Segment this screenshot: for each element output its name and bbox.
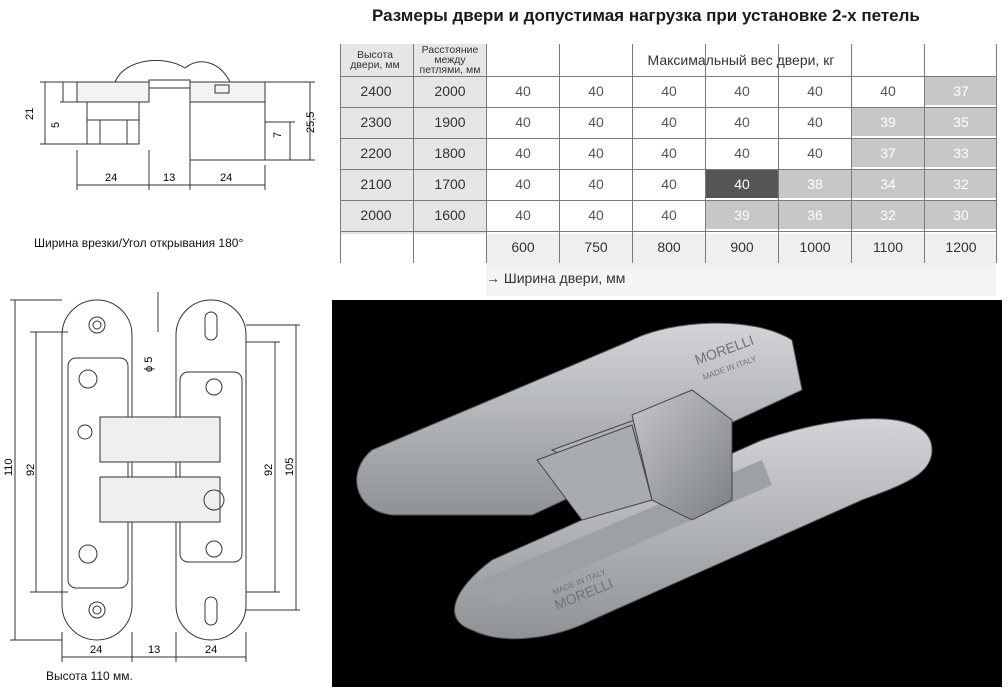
row-divider <box>340 138 996 139</box>
dim-13: 13 <box>163 172 175 184</box>
dim-24-left: 24 <box>90 644 102 656</box>
cell-weight: 40 <box>852 77 924 105</box>
cell-weight: 40 <box>487 139 559 167</box>
row-divider <box>340 200 996 201</box>
cell-weight: 40 <box>560 170 632 198</box>
cell-weight: 40 <box>487 77 559 105</box>
column-divider <box>559 44 560 263</box>
cell-weight: 40 <box>487 201 559 229</box>
header-max-weight: Максимальный вес двери, кг <box>647 52 835 68</box>
cell-weight: 30 <box>925 201 997 229</box>
row-divider <box>340 76 996 77</box>
page-title: Размеры двери и допустимая нагрузка при … <box>372 6 920 25</box>
cell-weight: 33 <box>925 139 997 167</box>
cell-height: 2100 <box>360 176 392 192</box>
cell-weight: 40 <box>487 108 559 136</box>
cell-weight: 40 <box>633 77 705 105</box>
cell-weight: 32 <box>852 201 924 229</box>
dim-24-right: 24 <box>220 172 232 184</box>
cell-weight: 39 <box>852 108 924 136</box>
dim-7: 7 <box>272 132 284 138</box>
row-divider <box>340 231 996 232</box>
cell-width: 1000 <box>799 239 831 255</box>
cell-weight: 40 <box>706 108 778 136</box>
cell-weight: 32 <box>925 170 997 198</box>
cell-weight: 40 <box>560 108 632 136</box>
hinge-front-drawing: 110 92 92 105 ϕ 5 24 13 24 <box>3 292 300 662</box>
dim-24-right: 24 <box>205 644 217 656</box>
cell-distance: 1800 <box>434 145 466 161</box>
cell-weight: 40 <box>560 139 632 167</box>
column-divider <box>486 44 487 263</box>
cell-width: 1200 <box>945 239 977 255</box>
dim-5: 5 <box>50 122 62 128</box>
dim-21: 21 <box>24 108 36 120</box>
column-divider <box>413 44 414 263</box>
cell-distance: 2000 <box>434 83 466 99</box>
cell-weight: 40 <box>779 108 851 136</box>
cell-width: 900 <box>730 239 754 255</box>
cell-height: 2300 <box>360 114 392 130</box>
column-divider <box>924 44 925 263</box>
product-photo: MORELLI MADE IN ITALY MORELLI MADE IN IT… <box>332 300 1002 687</box>
cell-weight: 40 <box>633 201 705 229</box>
cell-weight: 40 <box>706 139 778 167</box>
column-divider <box>340 44 341 263</box>
dim-92-left: 92 <box>25 464 37 476</box>
caption-height: Высота 110 мм. <box>46 669 133 683</box>
cell-width: 600 <box>511 239 535 255</box>
cell-height: 2000 <box>360 207 392 223</box>
cell-height: 2200 <box>360 145 392 161</box>
hinge-side-drawing: 21 5 7 25,5 24 13 24 <box>24 59 317 190</box>
cell-weight: 35 <box>925 108 997 136</box>
dim-110: 110 <box>3 458 15 476</box>
column-divider <box>632 44 633 263</box>
cell-weight: 37 <box>852 139 924 167</box>
dim-13: 13 <box>148 644 160 656</box>
cell-weight: 40 <box>560 201 632 229</box>
cell-weight: 38 <box>779 170 851 198</box>
cell-distance: 1900 <box>434 114 466 130</box>
dim-phi-5: ϕ 5 <box>143 357 155 372</box>
cell-weight: 40 <box>779 77 851 105</box>
cell-weight: 34 <box>852 170 924 198</box>
caption-width-angle: Ширина врезки/Угол открывания 180° <box>34 236 244 250</box>
cell-weight: 40 <box>633 170 705 198</box>
cell-weight: 40 <box>560 77 632 105</box>
cell-width: 750 <box>584 239 608 255</box>
cell-width: 1100 <box>872 239 904 255</box>
column-divider <box>705 44 706 263</box>
dim-92-right: 92 <box>263 464 275 476</box>
row-divider <box>340 169 996 170</box>
cell-distance: 1700 <box>434 176 466 192</box>
cell-weight: 40 <box>706 170 778 198</box>
cell-weight: 40 <box>487 170 559 198</box>
dim-25-5: 25,5 <box>305 112 317 133</box>
cell-height: 2400 <box>360 83 392 99</box>
cell-weight: 40 <box>633 139 705 167</box>
width-axis-label: → Ширина двери, мм <box>486 270 626 286</box>
column-divider <box>851 44 852 263</box>
dim-24-left: 24 <box>105 172 117 184</box>
cell-weight: 40 <box>633 108 705 136</box>
cell-width: 800 <box>657 239 681 255</box>
dim-105: 105 <box>284 458 296 476</box>
cell-weight: 40 <box>706 77 778 105</box>
cell-weight: 40 <box>779 139 851 167</box>
row-divider <box>340 107 996 108</box>
cell-weight: 39 <box>706 201 778 229</box>
cell-weight: 36 <box>779 201 851 229</box>
cell-weight: 37 <box>925 77 997 105</box>
column-divider <box>996 44 997 263</box>
column-divider <box>778 44 779 263</box>
cell-distance: 1600 <box>434 207 466 223</box>
